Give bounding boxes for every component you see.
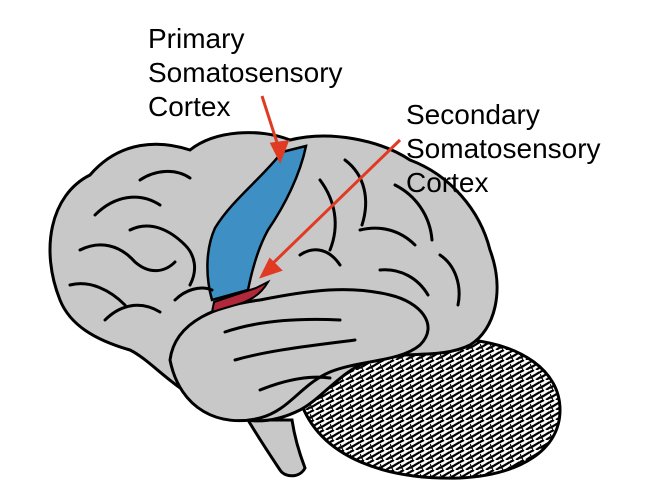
secondary-somatosensory-region [210, 279, 271, 314]
sulci-lines [68, 158, 461, 392]
temporal-lobe [168, 288, 430, 423]
primary-label-line-3: Cortex [148, 91, 231, 122]
secondary-label-line-2: Somatosensory [406, 133, 601, 164]
secondary-somatosensory-label: Secondary Somatosensory Cortex [406, 98, 601, 200]
primary-label-line-1: Primary [148, 23, 245, 54]
primary-somatosensory-region [206, 144, 308, 302]
secondary-label-line-3: Cortex [406, 167, 489, 198]
primary-label-line-2: Somatosensory [148, 57, 343, 88]
pointer-arrows [259, 95, 402, 279]
primary-somatosensory-label: Primary Somatosensory Cortex [148, 22, 343, 124]
brain-stem [245, 418, 307, 478]
secondary-label-line-1: Secondary [406, 99, 540, 130]
